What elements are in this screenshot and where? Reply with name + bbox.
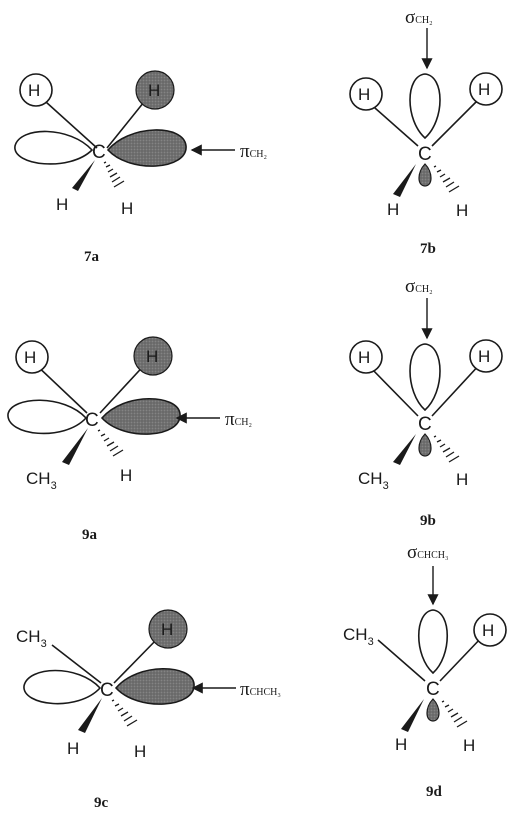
lower-left-substituent: H xyxy=(67,739,79,758)
hash-bond xyxy=(111,699,138,727)
panel-caption: 9c xyxy=(94,795,109,811)
panel-9d: σCHCH₃ CH3 H C H H 9d xyxy=(343,542,507,800)
sp-orbital-open-lobe xyxy=(409,343,441,412)
upper-left-substituent: CH3 xyxy=(343,625,374,648)
lower-right-substituent: H xyxy=(120,466,132,485)
panel-caption: 9b xyxy=(420,513,436,529)
upper-left-substituent: H xyxy=(28,81,40,100)
p-orbital-open-lobe xyxy=(23,669,102,705)
sp-orbital-open-lobe xyxy=(409,73,441,140)
upper-right-substituent: H xyxy=(478,80,490,99)
p-orbital-open-lobe xyxy=(14,130,94,165)
p-orbital-shaded-lobe xyxy=(100,398,181,435)
upper-left-substituent: CH3 xyxy=(16,627,47,650)
upper-left-substituent: H xyxy=(358,85,370,104)
wedge-bond xyxy=(393,434,416,465)
lower-left-substituent: H xyxy=(56,195,68,214)
sp-orbital-shaded-lobe xyxy=(426,698,440,722)
sp-orbital-open-lobe xyxy=(417,609,449,675)
lower-right-substituent: H xyxy=(121,199,133,218)
orbital-label: πCH₂ xyxy=(225,409,252,430)
orbital-label: σCHCH₃ xyxy=(407,542,449,563)
lower-right-substituent: H xyxy=(456,470,468,489)
panel-caption: 9a xyxy=(82,527,98,543)
hash-bond xyxy=(441,700,468,728)
sp-orbital-shaded-lobe xyxy=(418,433,432,457)
wedge-bond xyxy=(72,160,95,191)
panel-7b: σCH₂ H H C H H 7b xyxy=(349,7,503,257)
p-orbital-open-lobe xyxy=(7,399,88,435)
lower-left-substituent: CH3 xyxy=(26,469,57,492)
center-carbon: C xyxy=(426,679,440,700)
hash-bond xyxy=(433,435,460,463)
center-carbon: C xyxy=(418,414,432,435)
lower-left-substituent: H xyxy=(395,735,407,754)
panel-7a: H H C H H πCH₂ 7a xyxy=(14,70,267,265)
lower-right-substituent: H xyxy=(463,736,475,755)
panel-caption: 7a xyxy=(84,249,100,265)
panel-caption: 9d xyxy=(426,784,443,800)
wedge-bond xyxy=(401,699,424,732)
upper-right-substituent: H xyxy=(146,347,158,366)
center-carbon: C xyxy=(100,680,114,701)
upper-right-substituent: H xyxy=(161,620,173,639)
upper-right-substituent: H xyxy=(148,81,160,100)
wedge-bond xyxy=(78,698,102,733)
upper-left-substituent: H xyxy=(24,348,36,367)
p-orbital-shaded-lobe xyxy=(114,668,195,705)
lower-right-substituent: H xyxy=(134,742,146,761)
hash-bond xyxy=(103,161,125,188)
sp-orbital-shaded-lobe xyxy=(418,163,432,187)
orbital-label: σCH₂ xyxy=(405,7,433,28)
upper-right-substituent: H xyxy=(478,347,490,366)
center-carbon: C xyxy=(92,142,106,163)
hash-bond xyxy=(433,165,460,193)
center-carbon: C xyxy=(418,144,432,165)
panel-9b: σCH₂ H H C CH3 H 9b xyxy=(349,276,503,529)
hash-bond xyxy=(97,429,124,457)
lower-left-substituent: H xyxy=(387,200,399,219)
lower-left-substituent: CH3 xyxy=(358,469,389,492)
wedge-bond xyxy=(393,164,416,197)
wedge-bond xyxy=(62,428,88,465)
center-carbon: C xyxy=(85,410,99,431)
panel-9c: CH3 H C H H πCHCH₃ 9c xyxy=(16,609,281,811)
lower-right-substituent: H xyxy=(456,201,468,220)
upper-right-substituent: H xyxy=(482,621,494,640)
upper-left-substituent: H xyxy=(358,348,370,367)
orbital-label: πCHCH₃ xyxy=(240,679,281,700)
panel-caption: 7b xyxy=(420,241,436,257)
orbital-label: πCH₂ xyxy=(240,141,267,162)
p-orbital-shaded-lobe xyxy=(106,129,187,167)
orbital-label: σCH₂ xyxy=(405,276,433,297)
panel-9a: H H C CH3 H πCH₂ 9a xyxy=(7,336,252,543)
